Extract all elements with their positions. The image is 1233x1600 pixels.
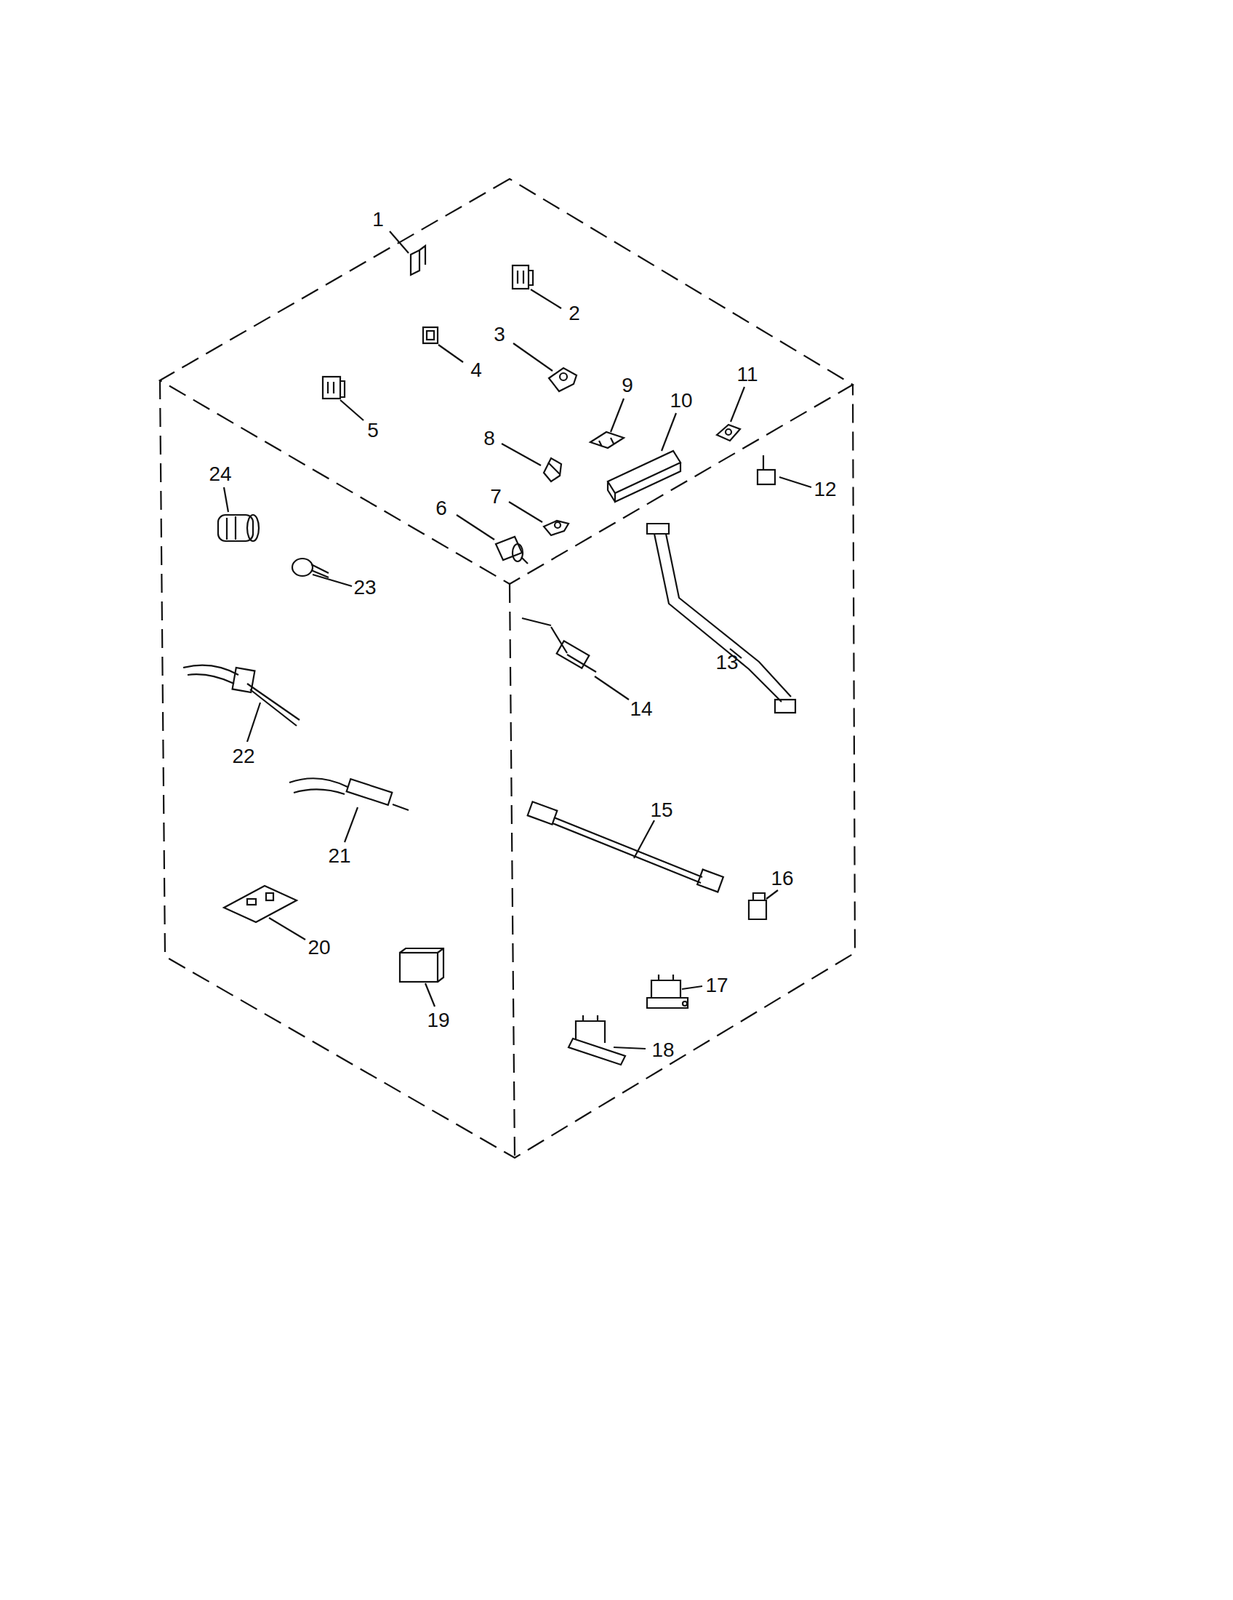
dashed-enclosure <box>159 178 855 1158</box>
callout-number: 20 <box>307 937 331 958</box>
callout-number: 1 <box>372 209 384 230</box>
callout-number: 14 <box>629 698 653 720</box>
callout-number: 15 <box>649 799 673 821</box>
callout-number: 11 <box>736 364 758 385</box>
callout-number: 23 <box>353 577 376 598</box>
callout-number: 13 <box>715 652 738 673</box>
callout-number: 2 <box>568 303 581 324</box>
callout-number: 18 <box>651 1039 674 1060</box>
callout-number: 19 <box>426 1009 450 1031</box>
callout-number: 5 <box>367 420 379 441</box>
callout-number: 10 <box>669 390 693 411</box>
callout-number: 9 <box>621 375 634 396</box>
callout-number: 17 <box>705 974 728 996</box>
callout-number: 24 <box>208 463 232 485</box>
callout-number: 22 <box>231 745 255 767</box>
callout-number: 4 <box>470 359 483 381</box>
callout-number: 12 <box>813 479 837 500</box>
callout-number: 21 <box>327 845 351 866</box>
callout-number: 6 <box>435 497 448 519</box>
callout-number: 3 <box>493 324 506 345</box>
callout-number: 16 <box>770 868 794 889</box>
callout-number: 7 <box>490 486 502 507</box>
callout-number: 8 <box>483 428 496 449</box>
